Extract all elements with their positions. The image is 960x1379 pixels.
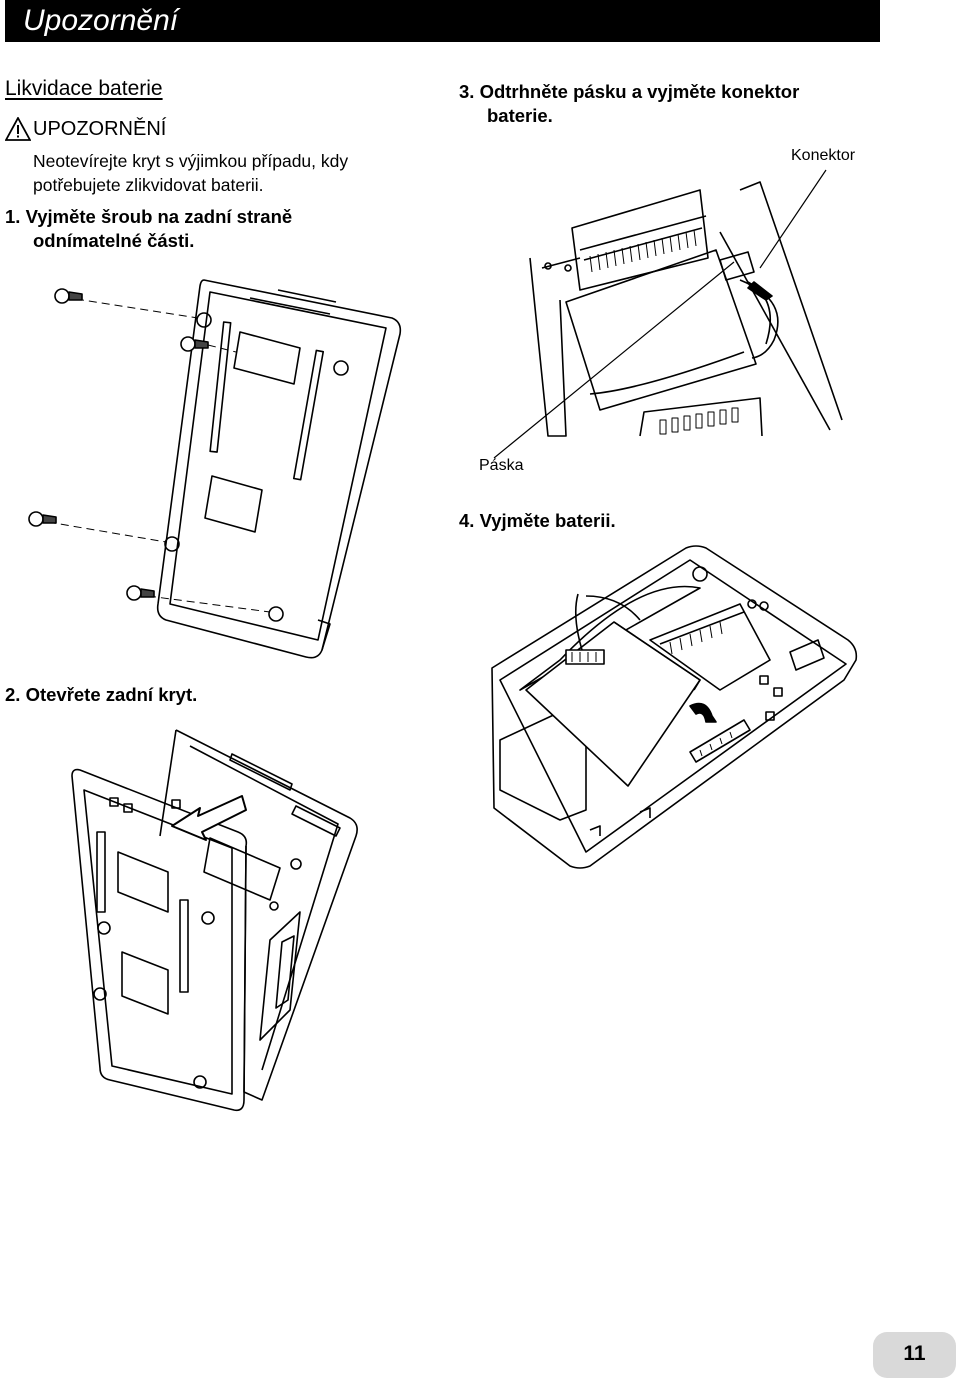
- warning-icon: [4, 116, 32, 141]
- back-cover-illustration: [156, 279, 402, 659]
- step2-heading: 2. Otevřete zadní kryt.: [5, 684, 198, 705]
- warning-text-line2: potřebujete zlikvidovat baterii.: [33, 175, 264, 195]
- step1-line1: 1. Vyjměte šroub na zadní straně: [5, 206, 293, 227]
- warning-text-line1: Neotevírejte kryt s výjimkou případu, kd…: [33, 151, 349, 171]
- page-number-badge: 11: [873, 1332, 956, 1378]
- page-title: Upozornění: [23, 4, 179, 37]
- tape-label: Páska: [479, 457, 524, 474]
- step3-line2: baterie.: [487, 105, 553, 126]
- arrow-icon: [171, 795, 247, 841]
- battery-tape-illustration: [493, 169, 843, 459]
- screw-icon: [47, 298, 271, 613]
- step1-line2: odnímatelné části.: [33, 230, 195, 251]
- connector-label: Konektor: [791, 147, 856, 164]
- step4-heading: 4. Vyjměte baterii.: [459, 510, 616, 531]
- step3-line1: 3. Odtrhněte pásku a vyjměte konektor: [459, 81, 800, 102]
- warning-label: UPOZORNĚNÍ: [33, 118, 167, 140]
- open-case-illustration: [71, 729, 358, 1112]
- screws: [28, 288, 209, 601]
- battery-removal-illustration: [491, 545, 858, 869]
- header-bar: Upozornění: [5, 0, 880, 42]
- page-number: 11: [903, 1342, 926, 1365]
- section-title: Likvidace baterie: [5, 77, 163, 100]
